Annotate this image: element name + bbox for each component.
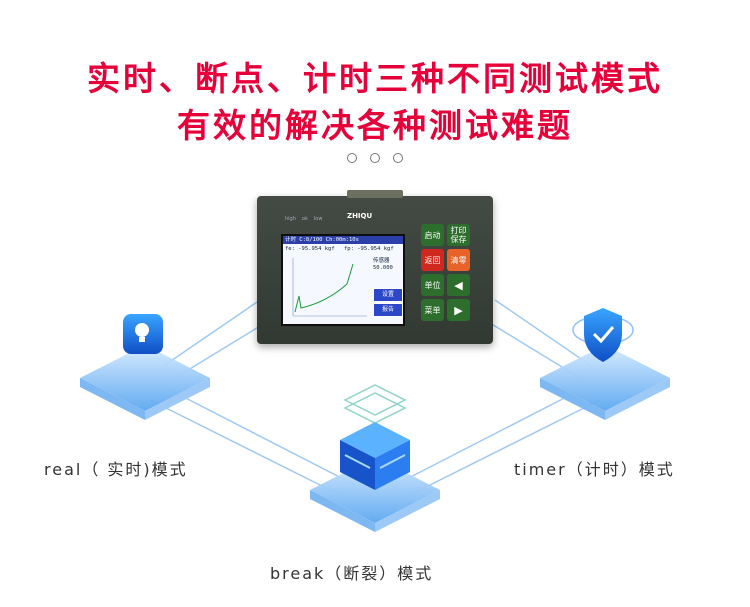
carousel-dot[interactable] xyxy=(346,153,357,163)
led-ok-label: ok xyxy=(301,216,308,222)
carousel-dot[interactable] xyxy=(370,153,380,163)
clear-key[interactable]: 清零 xyxy=(447,249,470,271)
device-screen: 计时 C:8/100 Ch:00m:10s fe: -95.954 kgf fp… xyxy=(281,234,405,326)
screen-readings: fe: -95.954 kgf fp: -95.954 kgf xyxy=(285,246,394,252)
sensor-value: 50.000 xyxy=(373,265,393,271)
unit-key[interactable]: 单位 xyxy=(421,274,444,296)
headline-line-2: 有效的解决各种测试难题 xyxy=(177,106,573,145)
fp-reading: fp: -95.954 kgf xyxy=(343,246,394,252)
fe-reading: fe: -95.954 kgf xyxy=(285,246,335,252)
sensor-info: 传感器 50.000 xyxy=(373,258,393,272)
real-mode-platform xyxy=(80,345,210,420)
print-save-key[interactable]: 打印 保存 xyxy=(447,224,470,246)
real-mode-label: real（ 实时)模式 xyxy=(44,460,188,479)
timer-mode-platform xyxy=(540,345,670,420)
carousel-dot[interactable] xyxy=(393,153,404,163)
force-curve-plot xyxy=(292,258,367,317)
start-key[interactable]: 启动 xyxy=(421,224,444,246)
sensor-label: 传感器 xyxy=(373,258,390,264)
menu-key[interactable]: 菜单 xyxy=(421,299,444,321)
arrow-up-key[interactable]: ◀ xyxy=(447,274,470,296)
arrow-down-key[interactable]: ▶ xyxy=(447,299,470,321)
break-mode-label: break（断裂）模式 xyxy=(270,564,434,583)
report-button[interactable]: 报告 xyxy=(373,303,403,317)
keypad: 启动 打印 保存 返回 清零 单位 ◀ 菜单 ▶ xyxy=(421,224,470,321)
settings-button[interactable]: 设置 xyxy=(373,288,403,302)
led-low-label: low xyxy=(313,216,323,222)
carousel-dots xyxy=(0,148,750,167)
timer-mode-label: timer（计时）模式 xyxy=(514,460,675,479)
indicator-leds: high ok low xyxy=(285,216,322,222)
force-gauge-device: high ok low ZHIQU 计时 C:8/100 Ch:00m:10s … xyxy=(257,190,493,344)
back-key[interactable]: 返回 xyxy=(421,249,444,271)
arrow-right-icon: ▶ xyxy=(454,303,463,317)
screen-header: 计时 C:8/100 Ch:00m:10s xyxy=(283,236,403,244)
device-connector xyxy=(347,190,403,198)
shield-check-icon xyxy=(572,308,634,362)
led-high-label: high xyxy=(285,216,296,222)
brand-logo: ZHIQU xyxy=(347,212,373,220)
arrow-up-left-icon: ◀ xyxy=(454,278,463,292)
lightbulb-icon xyxy=(123,314,163,354)
server-icon xyxy=(340,384,410,490)
headline-line-1: 实时、断点、计时三种不同测试模式 xyxy=(87,59,663,98)
